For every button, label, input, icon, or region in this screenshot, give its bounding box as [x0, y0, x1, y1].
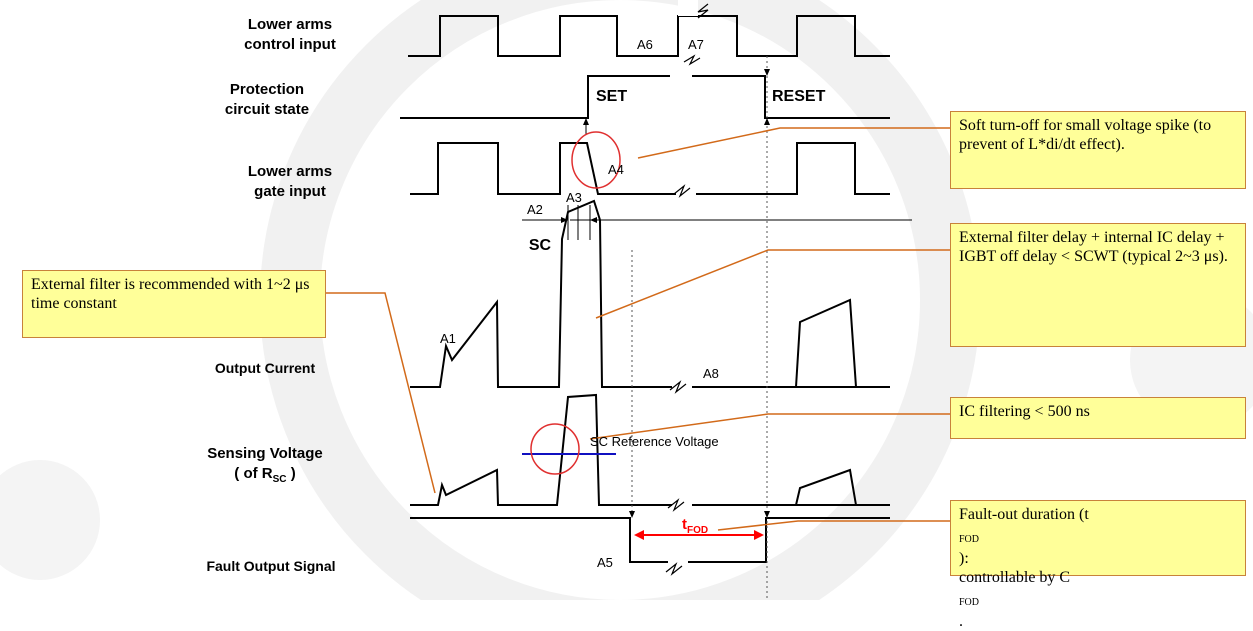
note-external-filter: External filter is recommended with 1~2 … — [22, 270, 326, 338]
sensing-voltage-suffix: ) — [286, 465, 296, 482]
note-ic-filtering: IC filtering < 500 ns — [950, 397, 1246, 439]
marker-a3: A3 — [566, 190, 582, 205]
label-control-input: Lower arms control input — [244, 16, 336, 53]
leader-fault-out — [717, 520, 950, 531]
label-sensing-voltage: Sensing Voltage ( of RSC ) — [180, 444, 350, 490]
tfod-arrow — [634, 530, 764, 540]
soft-turnoff-circle — [571, 131, 621, 189]
sensing-voltage-sub: SC — [272, 474, 287, 485]
sensing-voltage-pulse-3 — [795, 468, 857, 506]
break-marks — [665, 3, 709, 576]
sc-reference-label: SC Reference Voltage — [590, 434, 719, 449]
fault-out-line2-suffix: . — [959, 613, 963, 631]
tfod-sub: FOD — [687, 525, 709, 536]
fault-out-prefix: Fault-out duration (t — [959, 506, 1089, 523]
leader-ic-filtering — [589, 413, 950, 440]
marker-a2: A2 — [527, 202, 543, 217]
sensing-voltage-line2: ( of RSC ) — [234, 465, 296, 485]
leader-filter-delay — [595, 249, 950, 319]
reset-arrow-up — [764, 118, 770, 125]
fault-out-suffix: ): — [959, 550, 969, 568]
fault-out-line2-prefix: controllable by C — [959, 569, 1071, 587]
marker-a7: A7 — [688, 37, 704, 52]
sensing-voltage-line1: Sensing Voltage — [207, 445, 323, 462]
marker-a8: A8 — [703, 366, 719, 381]
gate-input-waveform — [410, 142, 890, 195]
output-current-pulse-3 — [795, 298, 857, 388]
control-input-waveform — [408, 15, 890, 57]
leader-soft-turnoff — [637, 127, 950, 159]
fault-end-arrow — [764, 511, 770, 518]
fault-out-sub: FOD — [959, 534, 980, 546]
label-output-current: Output Current — [214, 360, 316, 376]
label-protection-state: Protection circuit state — [224, 81, 310, 118]
ic-filtering-circle — [530, 423, 580, 475]
marker-a4: A4 — [608, 162, 624, 177]
note-filter-delay: External filter delay + internal IC dela… — [950, 223, 1246, 347]
leader-external-filter — [325, 292, 436, 494]
sensing-voltage-waveform — [410, 393, 890, 506]
label-fault-output: Fault Output Signal — [206, 558, 336, 574]
output-current-waveform — [410, 199, 890, 388]
tfod-main: t — [682, 516, 687, 533]
fault-out-line2-sub: FOD — [959, 597, 980, 609]
a2-a3-dimension — [522, 205, 912, 240]
reset-arrow-down — [764, 69, 770, 76]
marker-a5: A5 — [597, 555, 613, 570]
note-fault-out: Fault-out duration (t FOD): controllable … — [950, 500, 1246, 630]
label-sc: SC — [528, 237, 552, 254]
fault-arrow-down — [629, 511, 635, 518]
state-reset: RESET — [772, 88, 826, 105]
note-soft-turnoff: Soft turn-off for small voltage spike (t… — [950, 111, 1246, 189]
fault-output-waveform — [410, 517, 890, 563]
label-gate-input: Lower arms gate input — [247, 163, 333, 200]
state-set: SET — [596, 88, 628, 105]
marker-a6: A6 — [637, 37, 653, 52]
marker-a1: A1 — [440, 331, 456, 346]
fault-out-line1: Fault-out duration (t FOD): — [959, 505, 1237, 568]
tfod-label: tFOD — [682, 516, 708, 536]
sensing-voltage-prefix: ( of R — [234, 465, 273, 482]
